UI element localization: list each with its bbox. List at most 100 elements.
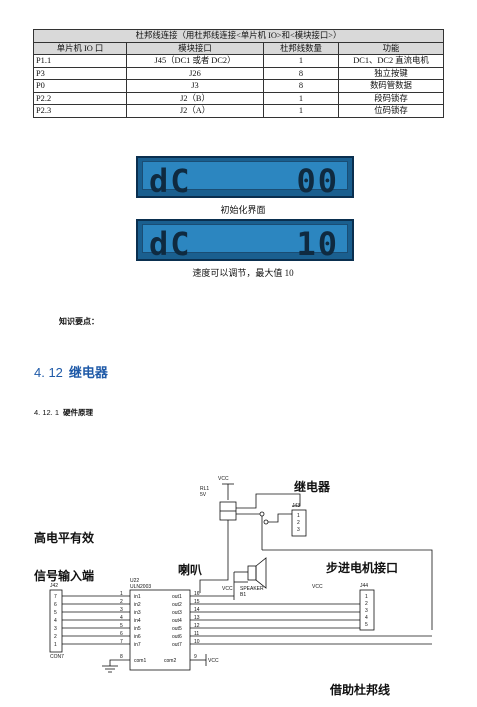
uln-in-label: in6 [134, 634, 141, 640]
table-cell: J45（DC1 或者 DC2） [126, 54, 264, 68]
uln-out-label: out3 [172, 610, 182, 616]
uln-pin: 12 [194, 623, 200, 629]
uln-in-label: in2 [134, 602, 141, 608]
uln-out-label: out1 [172, 594, 182, 600]
table-cell: 1 [263, 91, 339, 105]
uln-pin: 16 [194, 591, 200, 597]
con7-label: CON7 [50, 654, 64, 660]
table-header: 单片机 IO 口 [33, 41, 127, 55]
lcd-display-initial: dC 00 [136, 156, 354, 198]
uln-in-label: in5 [134, 626, 141, 632]
lcd-right-text: 00 [296, 162, 339, 200]
j44-pin: 3 [365, 608, 368, 614]
lcd-left-text: dC [149, 225, 192, 263]
rl1-label: RL1 [200, 486, 209, 492]
table-cell: 独立按键 [338, 66, 444, 80]
table-cell: P2.2 [33, 91, 127, 105]
knowledge-points-label: 知识要点： [59, 316, 99, 326]
j44-pin: 5 [365, 622, 368, 628]
subsection-number: 4. 12. 1 [34, 408, 60, 417]
table-cell: J26 [126, 66, 264, 80]
uln2003-label: ULN2003 [130, 584, 151, 590]
rl1-voltage-label: 5V [200, 492, 207, 498]
j43-pin: 3 [297, 527, 300, 533]
uln-pin: 2 [120, 599, 123, 605]
active-high-label: 高电平有效 [34, 530, 95, 545]
table-cell: J2（B） [126, 91, 264, 105]
com2-label: com2 [164, 658, 176, 664]
table-caption: 杜邦线连接（用杜邦线连接<单片机 IO>和<模块接口>） [33, 29, 444, 43]
uln-pin: 3 [120, 607, 123, 613]
uln-out-label: out4 [172, 618, 182, 624]
signal-input-label: 信号输入端 [34, 568, 94, 583]
lcd-caption: 速度可以调节，最大值 10 [192, 268, 294, 278]
uln-pin: 1 [120, 591, 123, 597]
table-cell: P3 [33, 66, 127, 80]
wiring-table: 杜邦线连接（用杜邦线连接<单片机 IO>和<模块接口>） 单片机 IO 口 模块… [33, 29, 444, 118]
uln-out-label: out2 [172, 602, 182, 608]
table-row: P2.3 J2（A） 1 位码锁存 [33, 104, 444, 118]
j44-label: J44 [360, 583, 368, 589]
table-cell: P1.1 [33, 54, 127, 68]
table-header: 杜邦线数量 [263, 41, 339, 55]
con7-pin: 3 [54, 626, 57, 632]
u22-label: U22 [130, 578, 139, 584]
vcc-label: VCC [218, 476, 229, 482]
uln-out-label: out6 [172, 634, 182, 640]
com1-label: com1 [134, 658, 146, 664]
table-row: P3 J26 8 独立按键 [33, 66, 444, 80]
table-cell: P2.3 [33, 104, 127, 118]
table-cell: 8 [263, 79, 339, 93]
uln-pin: 5 [120, 623, 123, 629]
j44-pin: 1 [365, 594, 368, 600]
table-cell: 1 [263, 104, 339, 118]
uln-pin: 14 [194, 607, 200, 613]
lcd-caption: 初始化界面 [220, 205, 266, 215]
speaker-label: 喇叭 [178, 562, 202, 577]
stepper-interface-label: 步进电机接口 [326, 560, 398, 575]
vcc-label: VCC [222, 586, 233, 592]
table-cell: J2（A） [126, 104, 264, 118]
uln-pin: 11 [194, 631, 199, 637]
table-cell: 段码锁存 [338, 91, 444, 105]
dupont-label: 借助杜邦线 [329, 682, 390, 697]
table-row: P0 J3 8 数码管数据 [33, 79, 444, 93]
speaker-part-label: SPEAKER [240, 586, 264, 592]
uln-pin: 6 [120, 631, 123, 637]
uln-out-label: out7 [172, 642, 182, 648]
relay-label: 继电器 [294, 479, 331, 494]
vcc-label: VCC [312, 584, 323, 590]
uln-pin: 9 [194, 654, 197, 660]
uln-pin: 7 [120, 639, 123, 645]
lcd-left-text: dC [149, 162, 192, 200]
uln-in-label: in3 [134, 610, 141, 616]
table-cell: P0 [33, 79, 127, 93]
j44-pin: 2 [365, 601, 368, 607]
uln-in-label: in1 [134, 594, 141, 600]
con7-pin: 7 [54, 594, 57, 600]
table-cell: DC1、DC2 直流电机 [338, 54, 444, 68]
vcc-label: VCC [208, 658, 219, 664]
table-header: 功能 [338, 41, 444, 55]
b1-label: B1 [240, 592, 246, 598]
uln-pin: 13 [194, 615, 200, 621]
uln-out-label: out5 [172, 626, 182, 632]
section-number: 4. 12 [34, 365, 63, 380]
uln-pin: 4 [120, 615, 123, 621]
uln-pin: 15 [194, 599, 200, 605]
table-cell: 数码管数据 [338, 79, 444, 93]
relay-schematic: VCC RL1 5V J43 1 2 3 继电器 高电平有效 信号输入端 喇叭 … [34, 476, 433, 697]
table-header: 模块接口 [126, 41, 264, 55]
table-cell: J3 [126, 79, 264, 93]
uln-in-label: in4 [134, 618, 141, 624]
con7-pin: 5 [54, 610, 57, 616]
lcd-display-speed: dC 10 [136, 219, 354, 261]
subsection-title: 硬件原理 [63, 408, 94, 417]
con7-pin: 1 [54, 642, 57, 648]
j43-pin: 2 [297, 520, 300, 526]
lcd-right-text: 10 [296, 225, 339, 263]
table-row: P2.2 J2（B） 1 段码锁存 [33, 91, 444, 105]
table-cell: 位码锁存 [338, 104, 444, 118]
table-cell: 1 [263, 54, 339, 68]
